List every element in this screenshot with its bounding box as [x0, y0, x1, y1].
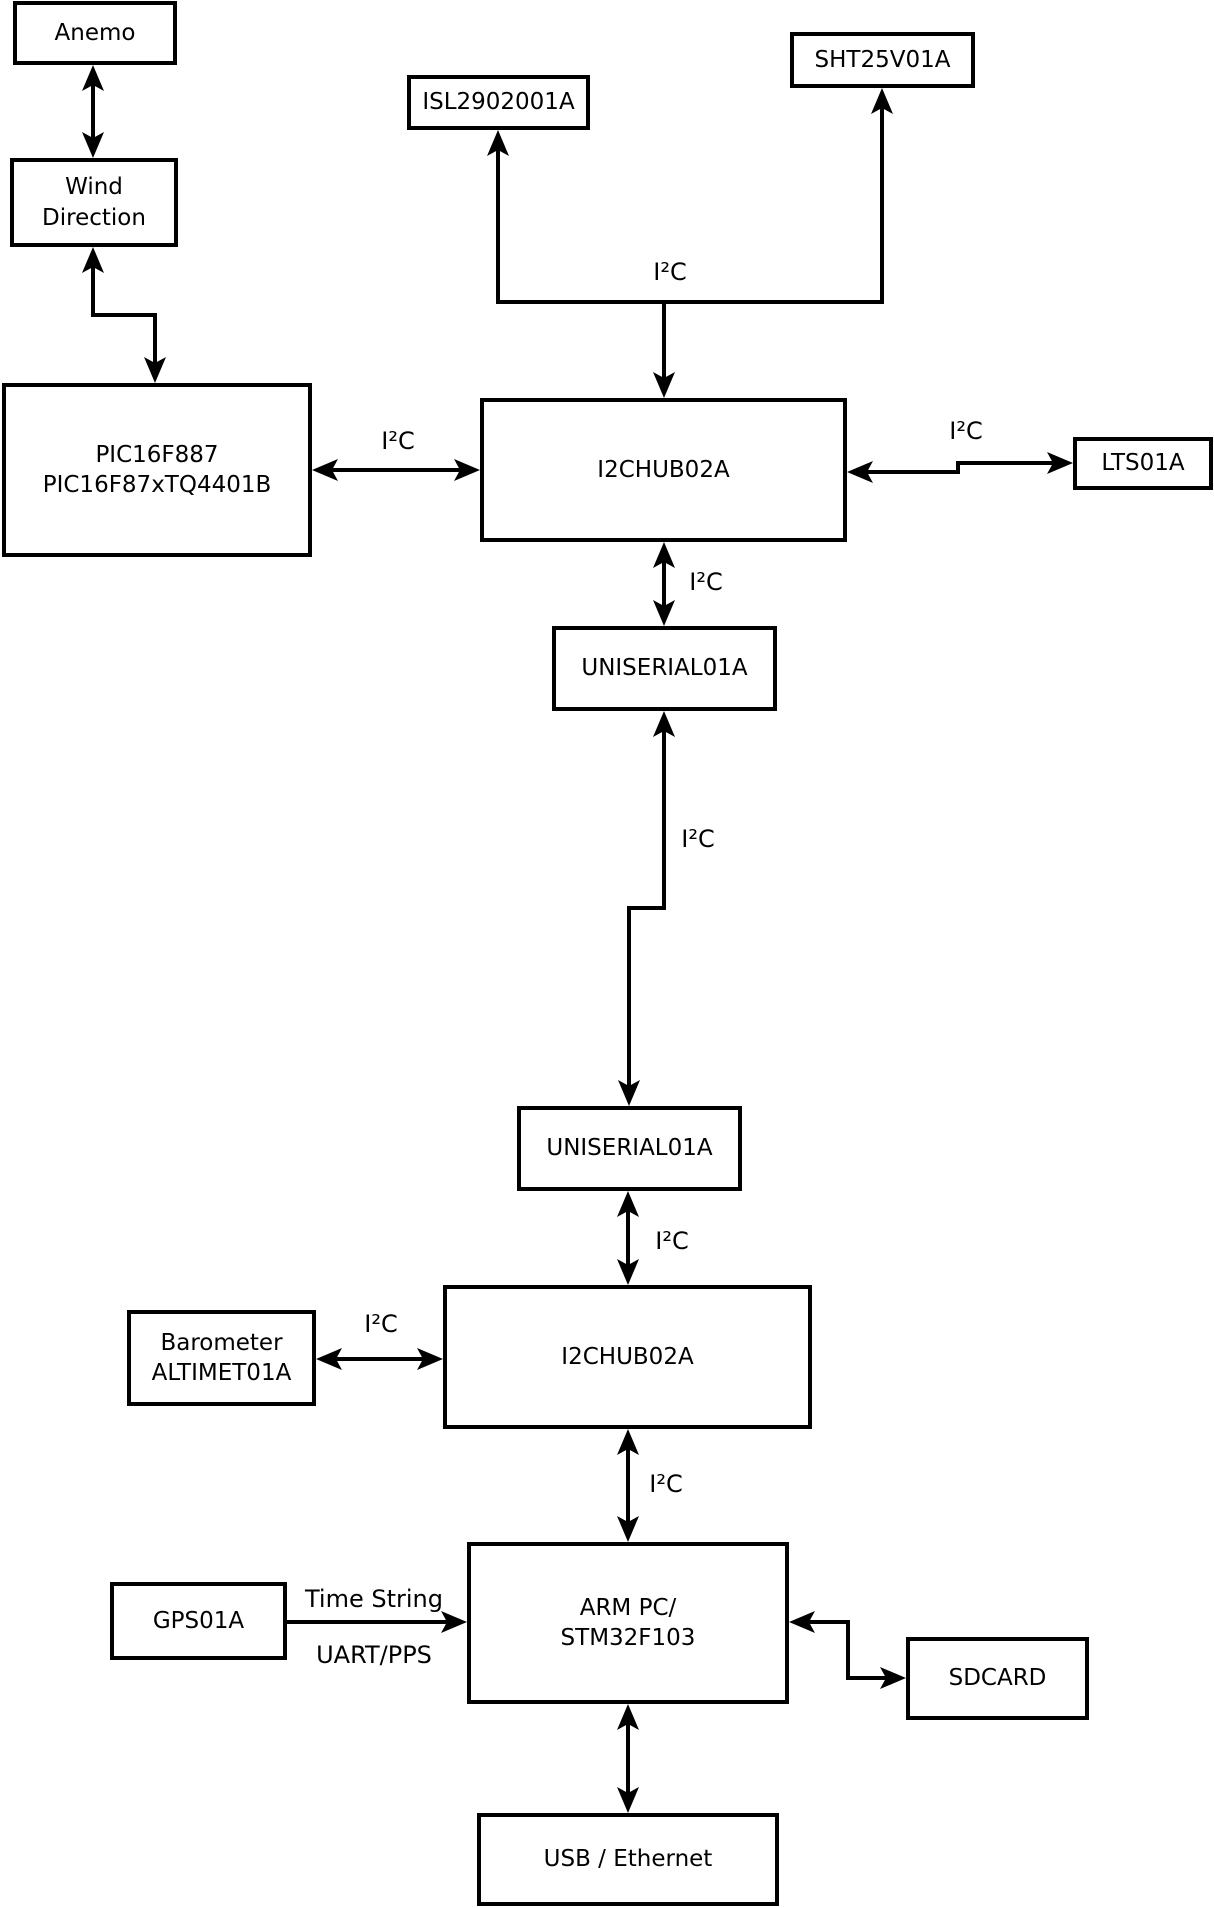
edge-label-uart-pps: UART/PPS: [316, 1641, 432, 1669]
node-lts01a-label: LTS01A: [1101, 450, 1185, 477]
node-wind-direction-label-line1: Wind: [65, 174, 123, 201]
node-pic16f887: PIC16F887 PIC16F87xTQ4401B: [2, 383, 312, 557]
node-armpc-label-line1: ARM PC/: [579, 1594, 677, 1621]
edge-label-i2c-uniserial-hub-bottom: I²C: [655, 1227, 689, 1255]
edge-label-i2c-pic-hub-top: I²C: [381, 427, 415, 455]
node-anemo: Anemo: [13, 1, 177, 65]
node-uniserial01a-bottom: UNISERIAL01A: [517, 1106, 742, 1191]
node-i2chub02a-top-label: I2CHUB02A: [597, 456, 730, 483]
connector-gps-armpc: [287, 1611, 467, 1633]
node-armpc-label-line2: STM32F103: [560, 1625, 696, 1651]
edge-label-time-string: Time String: [305, 1585, 443, 1613]
node-lts01a: LTS01A: [1073, 437, 1213, 490]
connector-hub-bottom-armpc: [617, 1429, 639, 1542]
node-gps01a: GPS01A: [110, 1582, 287, 1660]
edge-label-i2c-bus-top: I²C: [653, 258, 687, 286]
node-uniserial01a-top-label: UNISERIAL01A: [581, 655, 748, 682]
edge-label-i2c-barometer-hub-bottom: I²C: [364, 1310, 398, 1338]
connector-uniserial-bottom-hub-bottom: [617, 1191, 639, 1285]
connector-armpc-usb: [617, 1704, 639, 1813]
connector-wind-direction-pic: [82, 247, 166, 383]
node-anemo-label: Anemo: [54, 19, 136, 46]
node-sht25v01a: SHT25V01A: [790, 32, 975, 88]
connector-barometer-hub-bottom: [316, 1348, 443, 1370]
node-barometer-label-line2: ALTIMET01A: [151, 1360, 292, 1386]
node-pic16f887-label-line2: PIC16F87xTQ4401B: [42, 472, 272, 498]
node-isl2902001a-label: ISL2902001A: [422, 89, 575, 116]
node-usb-ethernet: USB / Ethernet: [477, 1813, 779, 1906]
node-sdcard-label: SDCARD: [948, 1665, 1047, 1692]
node-uniserial01a-bottom-label: UNISERIAL01A: [546, 1135, 713, 1162]
node-gps01a-label: GPS01A: [152, 1607, 245, 1634]
connector-pic-hub-top: [312, 459, 480, 481]
node-pic16f887-label-line1: PIC16F887: [95, 441, 219, 468]
connector-i2c-bus-top: [487, 88, 893, 398]
edge-label-i2c-hub-top-uniserial: I²C: [689, 568, 723, 596]
edge-label-i2c-uniserial-link: I²C: [681, 825, 715, 853]
node-uniserial01a-top: UNISERIAL01A: [552, 626, 777, 711]
node-sdcard: SDCARD: [906, 1637, 1089, 1720]
connector-hub-top-lts: [847, 452, 1073, 483]
node-wind-direction: Wind Direction: [10, 158, 178, 247]
connector-anemo-wind-direction: [82, 65, 104, 158]
connector-hub-top-uniserial-top: [653, 542, 675, 626]
node-sht25v01a-label: SHT25V01A: [814, 46, 951, 73]
node-barometer-altimet01a: Barometer ALTIMET01A: [127, 1310, 316, 1406]
node-i2chub02a-bottom: I2CHUB02A: [443, 1285, 812, 1429]
connector-armpc-sdcard: [789, 1611, 906, 1689]
node-i2chub02a-bottom-label: I2CHUB02A: [561, 1343, 694, 1370]
node-i2chub02a-top: I2CHUB02A: [480, 398, 847, 542]
edge-label-i2c-hub-bottom-armpc: I²C: [649, 1470, 683, 1498]
node-usb-ethernet-label: USB / Ethernet: [543, 1846, 713, 1873]
node-wind-direction-label-line2: Direction: [42, 204, 146, 231]
edge-label-i2c-hub-top-lts: I²C: [949, 417, 983, 445]
node-barometer-label-line1: Barometer: [160, 1329, 283, 1356]
node-armpc-stm32f103: ARM PC/ STM32F103: [467, 1542, 789, 1704]
node-isl2902001a: ISL2902001A: [407, 75, 590, 130]
connector-uniserial-top-uniserial-bottom: [618, 711, 675, 1106]
